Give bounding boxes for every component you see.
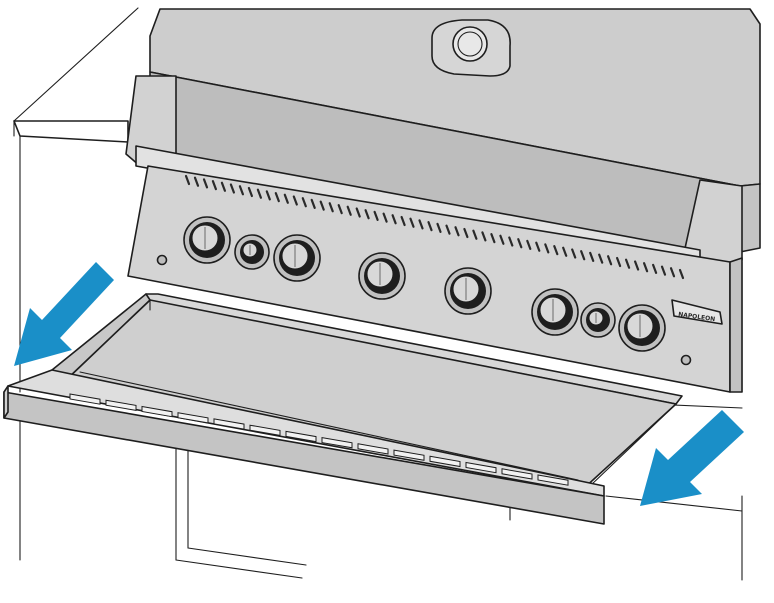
vent-slot xyxy=(364,209,370,220)
vent-slot xyxy=(211,180,217,191)
vent-slot xyxy=(274,192,280,203)
vent-slot xyxy=(301,197,307,208)
tray-slot xyxy=(141,405,173,418)
tray-slot xyxy=(429,455,461,468)
vent-slot xyxy=(463,227,469,239)
vent-slot xyxy=(256,188,262,199)
vent-slot xyxy=(660,265,667,276)
vent-slot xyxy=(616,256,622,268)
vent-slot xyxy=(678,268,685,280)
vent-slot xyxy=(229,183,235,194)
tray-slot xyxy=(357,443,389,455)
vent-slot xyxy=(499,234,505,245)
vent-slot xyxy=(508,236,514,247)
vent-slot xyxy=(625,258,631,269)
vent-slot xyxy=(669,267,676,278)
vent-slot xyxy=(445,224,451,235)
vent-slot xyxy=(346,205,352,216)
tray-slot xyxy=(69,393,101,405)
tray-slot xyxy=(393,449,425,461)
control-panel: NAPOLEON xyxy=(127,165,743,393)
vent-slot xyxy=(292,195,298,206)
vent-slot xyxy=(310,198,316,209)
vent-slot xyxy=(553,245,559,256)
vent-slot xyxy=(193,176,200,187)
control-knobs xyxy=(183,216,666,352)
vent-slot xyxy=(643,262,649,273)
tray-slot xyxy=(249,424,281,436)
vent-slot xyxy=(328,202,334,213)
tray-slot xyxy=(213,418,245,430)
vent-slot xyxy=(535,241,541,252)
tray-slot xyxy=(465,461,497,474)
vent-slot xyxy=(481,231,487,242)
vent-slot xyxy=(319,200,325,211)
tray-slot xyxy=(105,399,137,411)
vent-slot xyxy=(184,174,191,186)
vent-slot xyxy=(436,222,442,233)
pull-out-arrow-right-icon xyxy=(640,410,744,506)
tray-slot xyxy=(321,437,353,449)
tray-slot xyxy=(501,468,533,480)
vent-slot xyxy=(247,186,253,198)
vent-slot xyxy=(517,238,523,249)
vent-slot xyxy=(427,221,433,232)
drip-tray xyxy=(3,293,683,525)
vent-slot xyxy=(562,246,568,257)
vent-slot xyxy=(265,190,271,201)
panel-screw-right-icon xyxy=(680,354,692,366)
vent-slot xyxy=(589,251,595,262)
vent-slot xyxy=(418,219,424,230)
vent-slot xyxy=(355,207,361,218)
vent-slot xyxy=(490,233,496,244)
vent-slot xyxy=(607,255,613,266)
panel-screw-left-icon xyxy=(156,254,168,266)
vent-slot xyxy=(238,185,244,196)
vent-slot xyxy=(472,229,478,240)
tray-slot xyxy=(177,412,209,424)
vent-slot xyxy=(283,193,289,204)
vent-slot xyxy=(409,217,415,228)
vent-slot xyxy=(220,181,226,192)
vent-slots xyxy=(184,174,685,280)
tray-slot xyxy=(285,430,317,443)
vent-slot xyxy=(526,239,532,250)
vent-slot xyxy=(373,210,379,221)
tray-slot xyxy=(537,474,569,486)
drip-tray-slots xyxy=(69,393,569,486)
vent-slot xyxy=(454,226,460,237)
vent-slot xyxy=(400,215,406,227)
vent-slot xyxy=(391,214,397,225)
vent-slot xyxy=(571,248,577,259)
vent-slot xyxy=(544,243,550,254)
vent-slot xyxy=(202,178,209,189)
vent-slot xyxy=(382,212,388,223)
vent-slot xyxy=(598,253,604,264)
vent-slot xyxy=(652,263,658,274)
vent-slot xyxy=(634,260,640,271)
pull-out-arrow-left-icon xyxy=(14,262,114,366)
vent-slot xyxy=(337,204,343,215)
vent-slot xyxy=(580,250,586,261)
